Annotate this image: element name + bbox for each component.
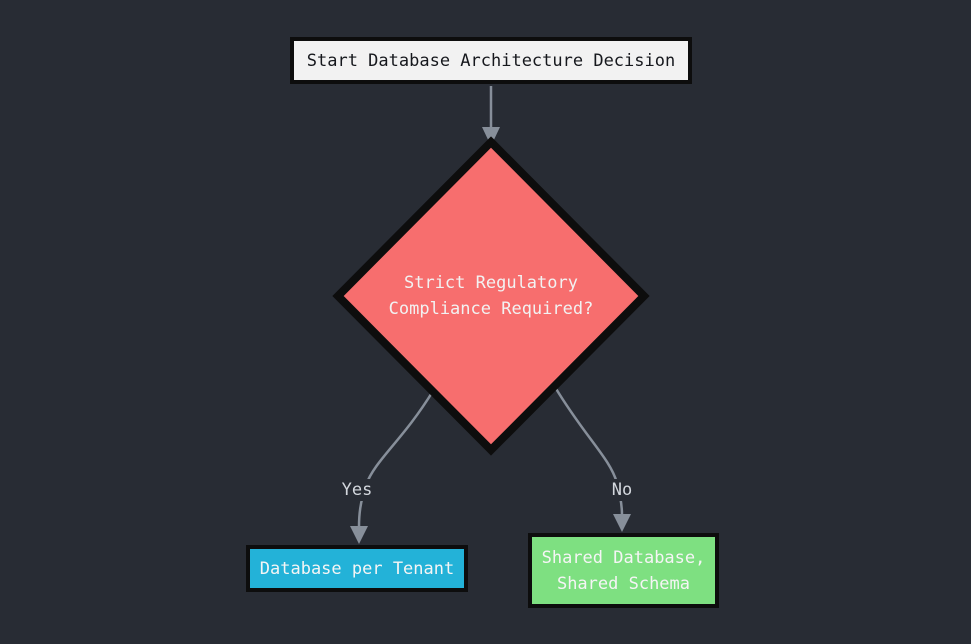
node-database-per-tenant: Database per Tenant bbox=[246, 545, 468, 592]
edge-label-yes: Yes bbox=[338, 479, 376, 501]
arrowhead-decision-to-db-per-tenant bbox=[350, 526, 368, 544]
edge-decision-to-db-per-tenant bbox=[357, 390, 435, 528]
edge-label-no: No bbox=[608, 479, 636, 501]
node-shared-database-shared-schema: Shared Database, Shared Schema bbox=[528, 533, 719, 608]
node-start: Start Database Architecture Decision bbox=[290, 37, 692, 84]
decision-diamond-shape bbox=[332, 136, 650, 456]
arrowhead-decision-to-shared-db bbox=[613, 514, 631, 532]
node-decision-label: Strict Regulatory Compliance Required? bbox=[388, 273, 594, 319]
